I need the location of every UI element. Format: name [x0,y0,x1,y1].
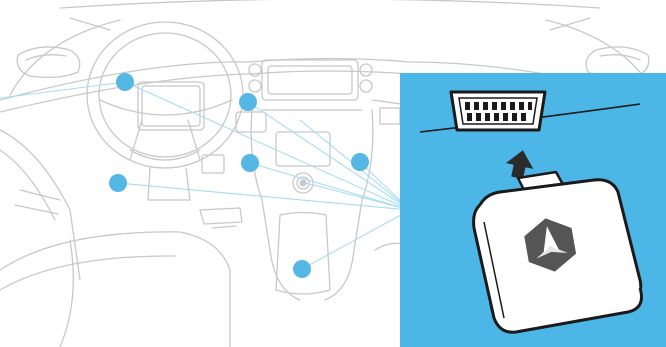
location-dot [241,154,259,172]
obd-dongle-icon [474,172,642,332]
location-dot [109,174,127,192]
obd-inset-panel [400,73,666,347]
obd-port-icon [451,92,545,130]
location-dot [239,93,257,111]
location-dot [293,260,311,278]
location-dot-center [300,180,307,187]
location-dot [351,153,369,171]
location-dots [109,73,369,278]
location-dot [116,73,134,91]
